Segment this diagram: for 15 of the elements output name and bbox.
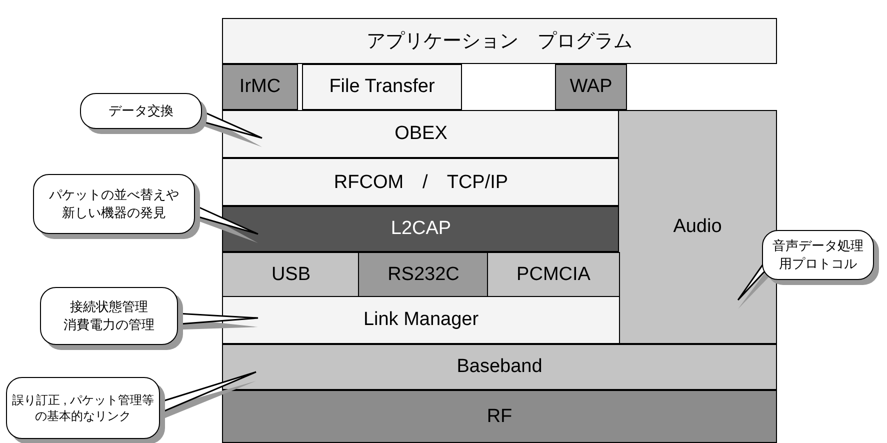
protocol-layer-box: OBEX [222,110,620,158]
protocol-layer-box: RF [222,390,777,443]
protocol-layer-box: RFCOM / TCP/IP [222,158,620,206]
protocol-layer-box: アプリケーション プログラム [222,18,777,64]
protocol-layer-box: L2CAP [222,206,620,252]
protocol-layer-box: PCMCIA [487,252,620,298]
protocol-layer-box: USB [222,252,360,298]
protocol-layer-box: RS232C [358,252,489,298]
protocol-layer-box: WAP [555,64,627,110]
protocol-layer-box: Link Manager [222,296,620,344]
protocol-layer-box: IrMC [222,64,298,110]
callout-text: 接続状態管理 [70,298,148,316]
callout-text: 消費電力の管理 [64,316,154,334]
protocol-layer-box: Baseband [222,344,777,390]
protocol-layer-box: File Transfer [302,64,462,110]
